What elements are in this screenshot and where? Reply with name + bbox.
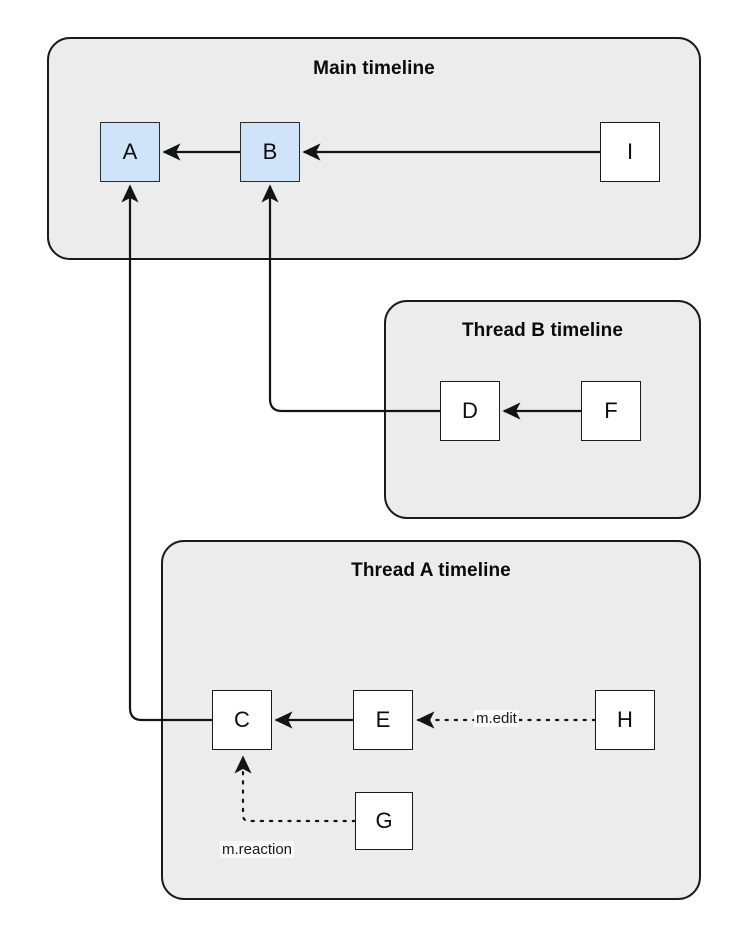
edge-label-m-edit: m.edit (474, 710, 519, 728)
group-title-main-timeline: Main timeline (313, 58, 435, 79)
node-i[interactable]: I (600, 122, 660, 182)
edge-d-to-b (261, 184, 440, 413)
node-g[interactable]: G (355, 792, 413, 850)
node-b[interactable]: B (240, 122, 300, 182)
node-f[interactable]: F (581, 381, 641, 441)
group-thread-b-timeline (384, 300, 701, 519)
group-title-thread-b-timeline: Thread B timeline (461, 320, 624, 341)
node-a[interactable]: A (100, 122, 160, 182)
node-h[interactable]: H (595, 690, 655, 750)
group-title-thread-a-timeline: Thread A timeline (351, 560, 511, 581)
node-d[interactable]: D (440, 381, 500, 441)
group-main-timeline (47, 37, 701, 260)
node-c[interactable]: C (212, 690, 272, 750)
node-e[interactable]: E (353, 690, 413, 750)
edge-label-m-reaction: m.reaction (220, 841, 295, 859)
edge-c-to-a (121, 184, 212, 722)
edge-g-to-c (234, 755, 357, 823)
